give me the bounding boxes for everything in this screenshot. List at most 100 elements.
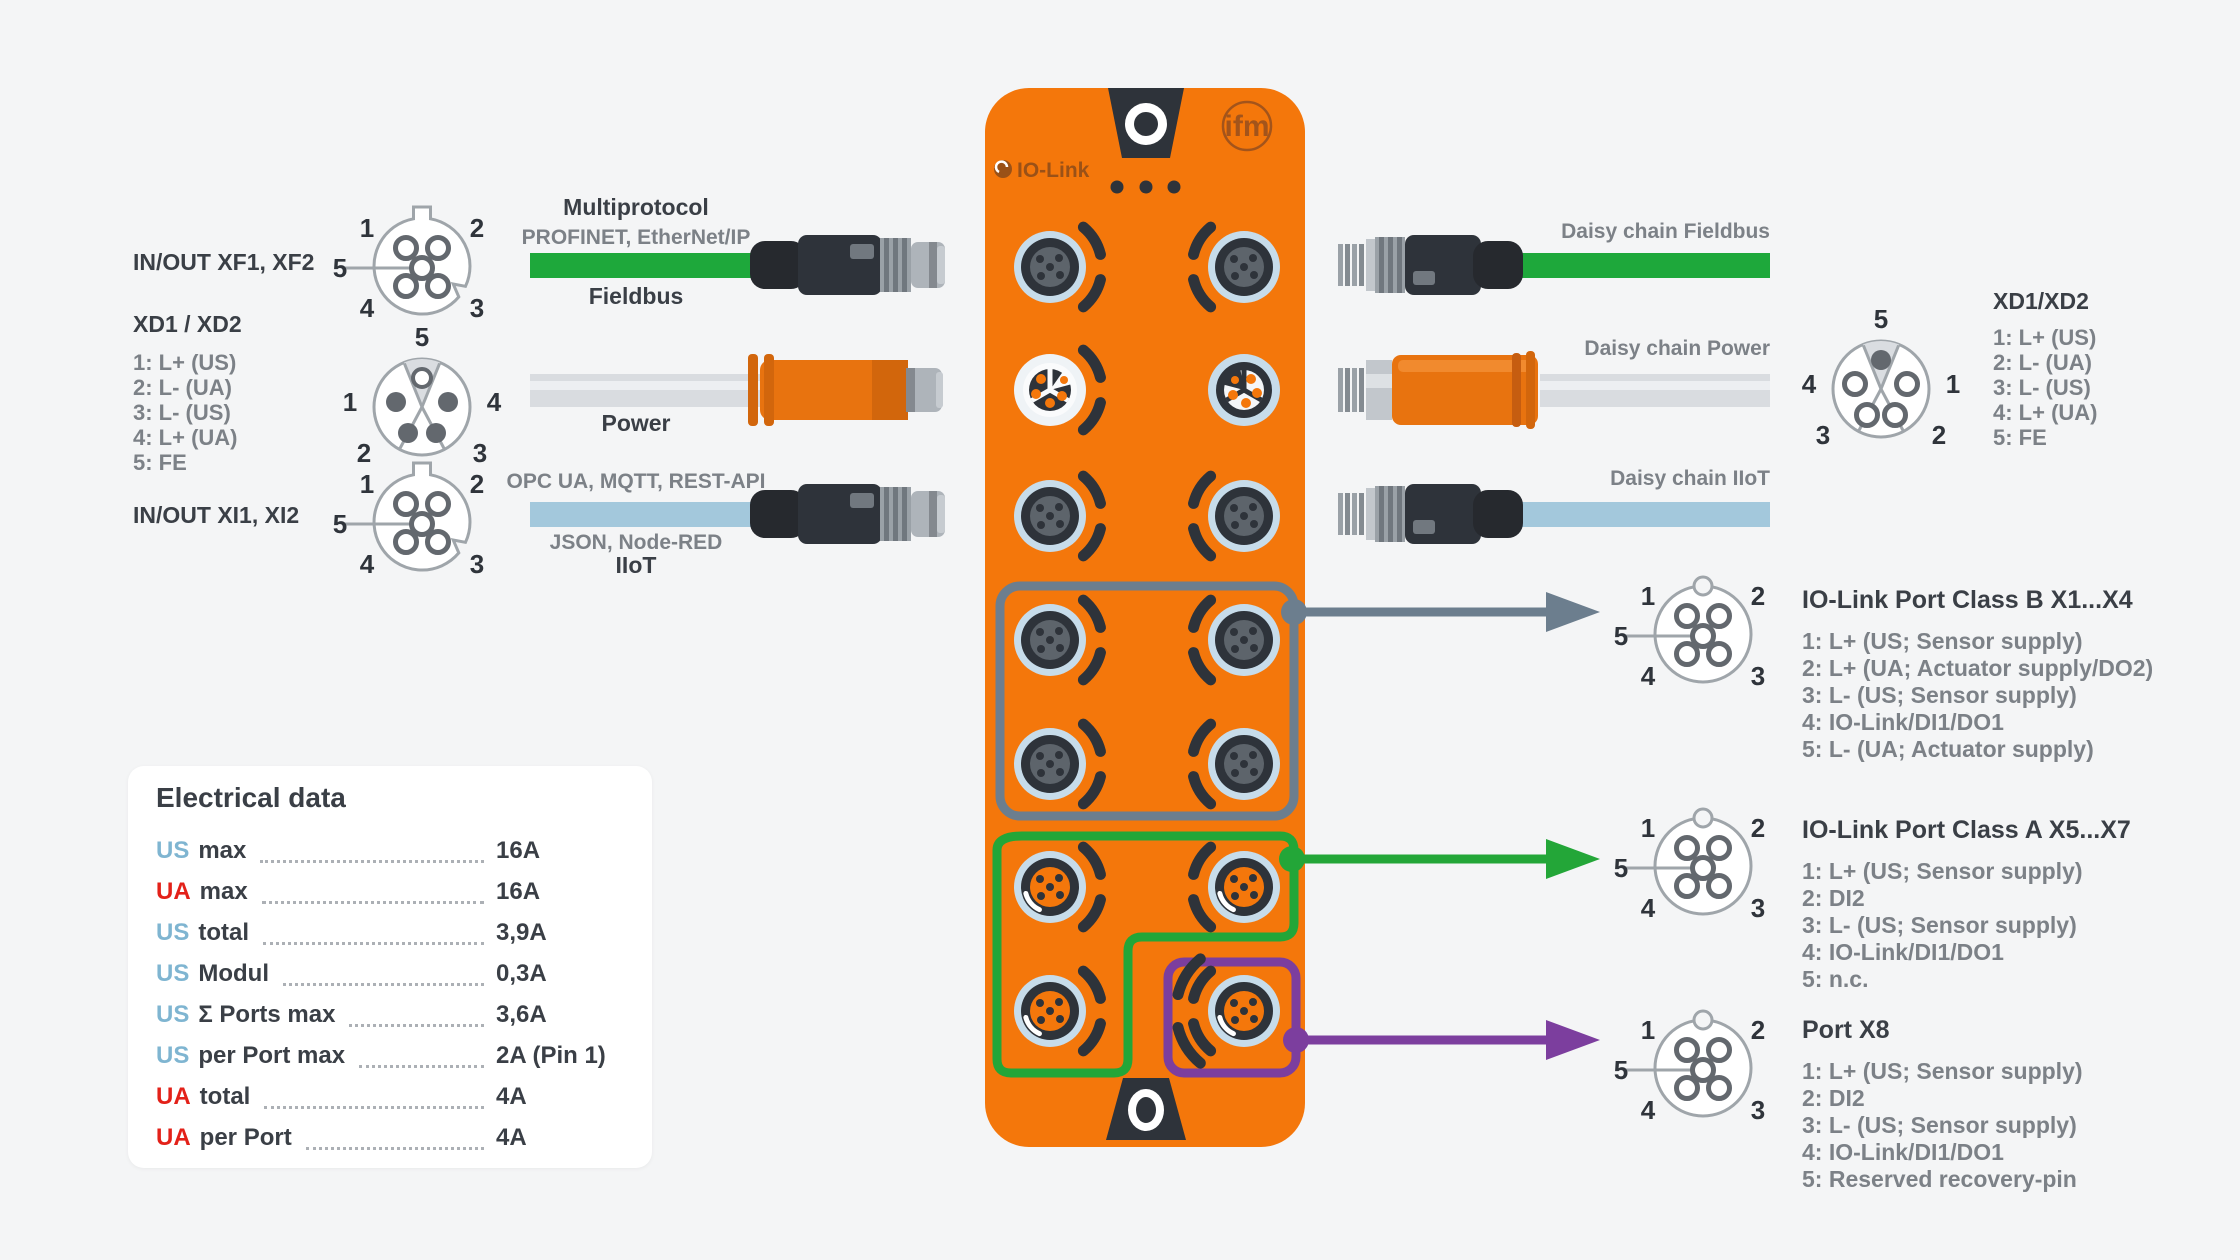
- pin-number-label: 3: [470, 549, 484, 579]
- m12-port: [1014, 604, 1086, 676]
- pin-number-label: 5: [1614, 1055, 1628, 1085]
- dotted-leader: [305, 1140, 484, 1150]
- electrical-value: 4A: [496, 1124, 527, 1151]
- pin-number-label: 5: [1614, 621, 1628, 651]
- supply-tag: UA: [156, 1124, 191, 1151]
- electrical-row: US Σ Ports max 3,6A: [156, 1002, 624, 1027]
- xd-left-pin-list: 1: L+ (US)2: L- (UA)3: L- (US)4: L+ (UA)…: [133, 350, 242, 475]
- pin-assignment: 4: IO-Link/DI1/DO1: [1802, 709, 2004, 735]
- class-b-group-box: [995, 581, 1299, 821]
- class-a-title: IO-Link Port Class A X5...X7: [1802, 816, 2131, 844]
- pin-number-label: 4: [487, 387, 502, 417]
- fieldbus-label: Fieldbus: [588, 283, 684, 309]
- pin-number-label: 2: [470, 213, 484, 243]
- daisy-chain-iiot-label: Daisy chain IIoT: [1610, 467, 1770, 490]
- iiot-protocols-bottom: JSON, Node-RED: [549, 531, 723, 554]
- pin-number-label: 1: [1641, 813, 1655, 843]
- m12-port: [1208, 231, 1280, 303]
- supply-tag: US: [156, 960, 190, 987]
- pin-number-label: 4: [360, 293, 375, 323]
- power-cable-right: [1338, 351, 1770, 429]
- pin-number-label: 1: [360, 213, 374, 243]
- electrical-row: UA total 4A: [156, 1084, 624, 1109]
- dotted-leader: [349, 1017, 484, 1027]
- class-b-pin-list: 1: L+ (US; Sensor supply)2: L+ (UA; Actu…: [1802, 628, 2153, 763]
- pin-number-label: 3: [470, 293, 484, 323]
- status-leds: [1110, 180, 1181, 194]
- pin-assignment: 2: L- (UA): [1993, 350, 2092, 375]
- io-link-logo-icon: [994, 160, 1012, 178]
- pin-number-label: 4: [1802, 369, 1817, 399]
- pin-number-label: 1: [1946, 369, 1960, 399]
- pin-assignment: 5: L- (UA; Actuator supply): [1802, 736, 2094, 762]
- pin-assignment: 1: L+ (US): [1993, 325, 2097, 350]
- m12-port: [1014, 231, 1086, 303]
- electrical-row: UA max 16A: [156, 879, 624, 904]
- electrical-data-title: Electrical data: [156, 782, 346, 813]
- dotted-leader: [260, 853, 484, 863]
- pin-number-label: 5: [415, 322, 429, 352]
- electrical-label: per Port max: [198, 1042, 346, 1069]
- electrical-row: US total 3,9A: [156, 920, 624, 945]
- electrical-value: 2A (Pin 1): [496, 1042, 606, 1069]
- pin-assignment: 2: DI2: [1802, 885, 1865, 911]
- m12-port: [1014, 354, 1086, 426]
- m12-port: [1014, 975, 1086, 1047]
- electrical-rows: US max 16A UA max 16A US total 3,9A: [156, 838, 624, 1150]
- pin-number-label: 3: [1751, 661, 1765, 691]
- electrical-label: Modul: [198, 960, 269, 987]
- class-b-block: IO-Link Port Class B X1...X4 1: L+ (US; …: [1802, 586, 2153, 763]
- svg-text:ifm: ifm: [1225, 110, 1270, 143]
- pin-number-label: 4: [360, 549, 375, 579]
- electrical-value: 3,6A: [496, 1001, 547, 1028]
- m12-port: [1208, 480, 1280, 552]
- port-arc-marks: [1077, 965, 1106, 1057]
- xd-right-pin-list: 1: L+ (US)2: L- (UA)3: L- (US)4: L+ (UA)…: [1993, 325, 2098, 450]
- pin-assignment: 1: L+ (US; Sensor supply): [1802, 1058, 2083, 1084]
- xd-left-title: XD1 / XD2: [133, 311, 242, 337]
- supply-tag: US: [156, 1042, 190, 1069]
- electrical-row: US per Port max 2A (Pin 1): [156, 1043, 624, 1068]
- electrical-data-card: Electrical data US max 16A UA max 16A: [128, 766, 652, 1168]
- xd-left-block: XD1 / XD2 1: L+ (US)2: L- (UA)3: L- (US)…: [133, 311, 242, 475]
- daisy-chain-fieldbus-label: Daisy chain Fieldbus: [1561, 220, 1770, 243]
- pin-number-label: 3: [1816, 420, 1830, 450]
- multiprotocol-protocols: PROFINET, EtherNet/IP: [521, 226, 751, 249]
- ifm-logo: ifm: [1221, 100, 1273, 152]
- electrical-label: total: [198, 919, 250, 946]
- label-inout-xf: IN/OUT XF1, XF2: [133, 249, 315, 275]
- pin-assignment: 3: L- (US): [133, 400, 231, 425]
- power-label: Power: [601, 410, 671, 436]
- m12-port: [1208, 604, 1280, 676]
- m12-port: [1014, 480, 1086, 552]
- electrical-label: max: [199, 878, 248, 905]
- pin-assignment: 4: IO-Link/DI1/DO1: [1802, 1139, 2004, 1165]
- pin-assignment: 3: L- (US; Sensor supply): [1802, 682, 2077, 708]
- pin-number-label: 3: [1751, 1095, 1765, 1125]
- iiot-cable-left: [530, 484, 945, 544]
- iiot-protocols-top: OPC UA, MQTT, REST-API: [506, 470, 766, 493]
- port-arc-marks: [1077, 221, 1106, 313]
- pin-number-label: 3: [473, 438, 487, 468]
- electrical-label: per Port: [199, 1124, 292, 1151]
- pin-assignment: 1: L+ (US; Sensor supply): [1802, 628, 2083, 654]
- supply-tag: US: [156, 919, 190, 946]
- power-cable-left: [530, 354, 943, 426]
- pin-number-label: 4: [1641, 1095, 1656, 1125]
- port-arc-marks: [1077, 718, 1106, 810]
- dotted-leader: [359, 1058, 484, 1068]
- fieldbus-cable-right: [1338, 235, 1770, 295]
- supply-tag: US: [156, 837, 190, 864]
- pin-number-label: 1: [360, 469, 374, 499]
- port-x8-group-box: [1163, 957, 1301, 1078]
- pin-assignment: 1: L+ (US): [133, 350, 237, 375]
- m12-port: [1208, 851, 1280, 923]
- supply-tag: UA: [156, 878, 191, 905]
